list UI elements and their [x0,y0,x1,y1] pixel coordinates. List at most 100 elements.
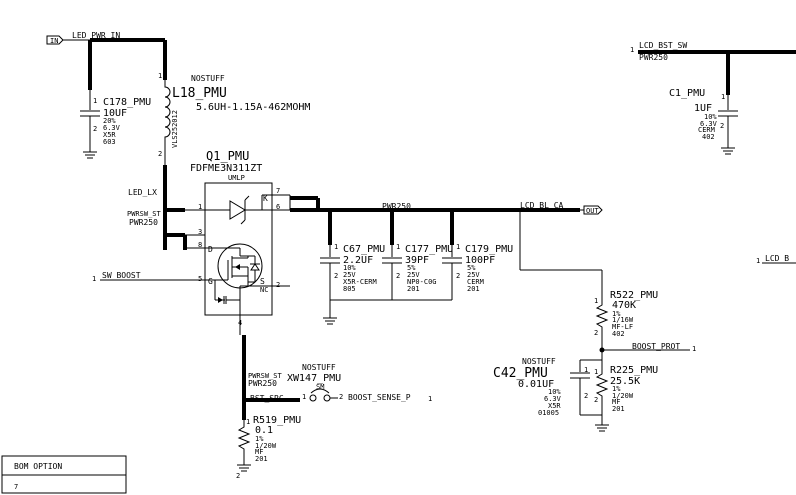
xw147-pin2: 2 [339,393,343,401]
sw-boost-label: SW_BOOST [102,271,141,280]
resistor-r522[interactable]: 1 2 R522_PMU 470K 1% 1/16W MF-LF 402 [594,290,658,338]
r225-ref: R225_PMU [610,365,658,376]
r225-value: 25.5K [610,376,640,387]
c179-spec-volt: 25V [467,271,480,279]
capacitor-c179[interactable]: 1 2 C179_PMU 100PF 5% 25V CERM 201 [442,243,513,300]
q1-label-s: S [260,277,265,286]
c42-spec-diel: X5R [548,402,561,410]
r522-pin2: 2 [594,329,598,337]
c1-ref: C1_PMU [669,88,705,99]
q1-label-d: D [208,245,213,254]
pwrsw-st-label-2: PWRSW_ST [248,372,283,380]
q1-pin6: 6 [276,203,280,211]
out-port-flag[interactable] [583,205,603,215]
resistor-r519[interactable]: 1 2 R519_PMU 0.1 1% 1/20W MF 201 [236,415,301,480]
c178-value: 10UF [103,108,127,119]
c67-spec-tol: 10% [343,264,356,272]
net-led-pwr-in: IN LED_PWR_IN [46,31,167,90]
q1-label-k: K [263,194,268,203]
pwr250-label-2: PWR250 [248,379,277,388]
c67-spec-pkg: 805 [343,285,356,293]
r522-value: 470K [612,300,636,311]
l18-value: 5.6UH-1.15A-462MOHM [196,102,310,113]
q1-label-g: G [208,277,213,286]
c177-pin2: 2 [396,272,400,280]
q1-pin3: 3 [198,228,202,236]
q1-pin1: 1 [198,203,202,211]
bom-option-row: 7 [14,483,18,491]
in-port-label: IN [50,37,58,45]
q1-part: FDFME3N311ZT [190,163,262,174]
lcd-b-pin: 1 [756,257,760,265]
c177-spec-pkg: 201 [407,285,420,293]
c42-pin2: 2 [584,392,588,400]
c177-pin1: 1 [396,243,400,251]
capacitor-c42[interactable]: NOSTUFF C42_PMU 0.01UF 1 2 10% 6.3V X5R … [493,357,609,432]
c177-spec-diel: NP0-C0G [407,278,437,286]
r225-pin1: 1 [594,368,598,376]
led-lx-label: LED_LX [128,188,157,197]
bst-src-label: BST_SRC [250,394,284,403]
r519-ref: R519_PMU [253,415,301,426]
c67-ref: C67_PMU [343,244,385,255]
c179-spec-tol: 5% [467,264,476,272]
q1-pin2: 2 [276,281,280,289]
c1-spec-diel: CERM [698,126,715,134]
r225-pin2: 2 [594,396,598,404]
c42-ref: C42_PMU [493,366,548,381]
xw147-ref: XW147_PMU [287,373,341,384]
l18-pin2: 2 [158,150,162,158]
capacitor-c67[interactable]: 1 2 C67_PMU 2.2UF 10% 25V X5R-CERM 805 [320,243,385,300]
resistor-r225[interactable]: 1 2 R225_PMU 25.5K 1% 1/20W MF 201 [594,365,658,415]
r519-spec-type: MF [255,448,263,456]
c1-spec-volt: 6.3V [700,120,718,128]
mosfet-q1[interactable]: Q1_PMU FDFME3N311ZT UMLP 1 3 8 5 7 6 2 4… [190,149,290,327]
r522-spec-pwr: 1/16W [612,316,634,324]
q1-pin5: 5 [198,275,202,283]
shunt-xw147[interactable]: NOSTUFF XW147_PMU SM 1 2 BOOST_SENSE_P 1 [287,363,432,403]
c179-value: 100PF [465,255,495,266]
net-lcd-b-edge: 1 LCD_B [756,254,796,265]
c1-spec-tol: 10% [704,113,717,121]
q1-pin7: 7 [276,187,280,195]
c179-spec-diel: CERM [467,278,484,286]
capacitor-c177[interactable]: 1 2 C177_PMU 39PF 5% 25V NP0-C0G 201 [382,243,453,300]
l18-pin1: 1 [158,72,162,80]
l18-part: VLS252012 [171,110,179,148]
net-boost-prot: BOOST_PROT 1 [519,210,696,372]
r522-spec-pkg: 402 [612,330,625,338]
l18-ref: L18_PMU [172,86,227,101]
c42-spec-tol: 10% [548,388,561,396]
led-pwr-in-label: LED_PWR_IN [72,31,120,40]
net-led-lx: LED_LX PWRSW_ST PWR250 [127,165,205,250]
c42-nostuff: NOSTUFF [522,357,556,366]
net-sw-boost: 1 SW_BOOST [92,271,205,283]
r519-pin1: 1 [246,418,250,426]
c178-spec-diel: X5R [103,131,116,139]
c178-pin1: 1 [93,97,97,105]
q1-label-nc: NC [260,286,268,294]
q1-pkg: UMLP [228,174,245,182]
c67-spec-volt: 25V [343,271,356,279]
boost-sense-pin: 1 [428,395,432,403]
c178-spec-tol: 20% [103,117,116,125]
r522-spec-type: MF-LF [612,323,633,331]
r225-spec-pkg: 201 [612,405,625,413]
c177-spec-volt: 25V [407,271,420,279]
l18-nostuff: NOSTUFF [191,74,225,83]
r519-spec-tol: 1% [255,435,264,443]
inductor-l18[interactable]: 1 2 VLS252012 NOSTUFF L18_PMU 5.6UH-1.15… [158,72,310,165]
c179-pin2: 2 [456,272,460,280]
pwr250-label-1: PWR250 [129,218,158,227]
net-lcd-bl-ca: PWR250 LCD_BL_CA OUT [272,194,603,245]
c67-spec-diel: X5R-CERM [343,278,377,286]
lcd-bst-sw-pin: 1 [630,46,634,54]
xw147-nostuff: NOSTUFF [302,363,336,372]
in-port-flag[interactable] [46,35,64,45]
capacitor-c178[interactable]: 1 2 C178_PMU 10UF 20% 6.3V X5R 603 [80,90,151,159]
c67-pin1: 1 [334,243,338,251]
capacitor-c1[interactable]: 1 2 C1_PMU 1UF 10% 6.3V CERM 402 [669,88,738,155]
c177-ref: C177_PMU [405,244,453,255]
c177-value: 39PF [405,255,429,266]
